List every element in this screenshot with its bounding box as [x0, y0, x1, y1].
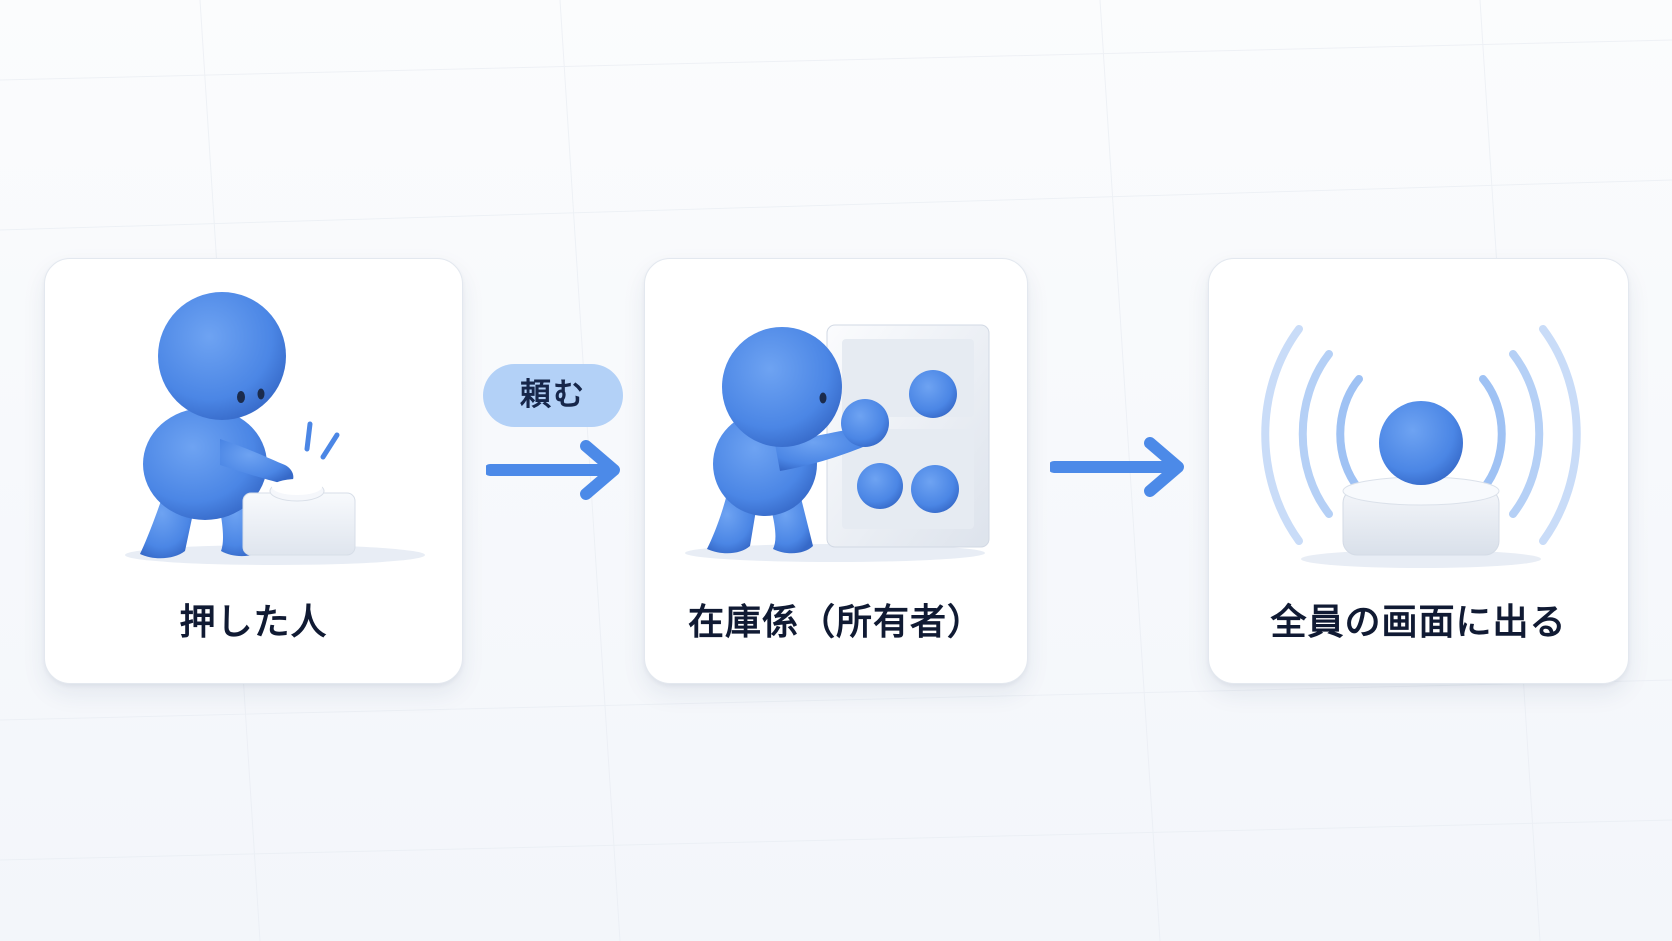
broadcasting-ball-icon: [1261, 325, 1581, 568]
step-label: 全員の画面に出る: [1270, 602, 1567, 643]
arrow-right-icon: [1050, 437, 1184, 497]
step-label: 押した人: [179, 602, 328, 643]
request-label-pill: 頼む: [483, 364, 623, 427]
person-pressing-button-icon: [125, 292, 425, 565]
step-card-broadcast: 全員の画面に出る: [1208, 258, 1629, 684]
person-stocking-shelf-icon: [685, 324, 990, 562]
step-card-presser: 押した人: [44, 258, 463, 684]
step-label: 在庫係（所有者）: [687, 602, 984, 643]
arrow-right-icon: [486, 440, 620, 500]
step-card-owner: 在庫係（所有者）: [644, 258, 1028, 684]
